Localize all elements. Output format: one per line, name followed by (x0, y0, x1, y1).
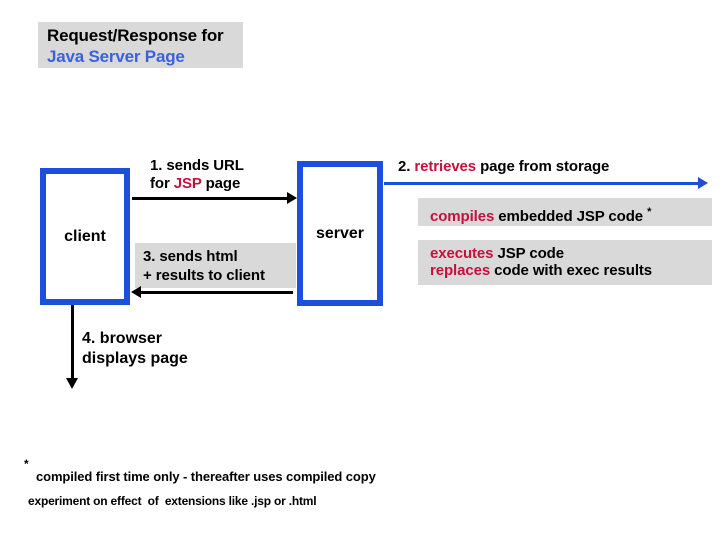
compiles-note: compiles embedded JSP code * (418, 198, 712, 226)
slide-title: Request/Response for Java Server Page (38, 22, 243, 68)
step3-label: 3. sends html + results to client (135, 243, 296, 288)
retrieves-keyword: retrieves (414, 158, 477, 175)
server-label: server (315, 224, 365, 242)
footnote-asterisk: * (24, 457, 29, 471)
arrow-line (132, 197, 288, 200)
executes-note: executes JSP code replaces code with exe… (418, 240, 712, 285)
compiles-asterisk: * (647, 206, 652, 218)
client-box: client (40, 168, 130, 305)
executes-keyword: executes (430, 245, 494, 262)
executes-line1: executes JSP code (430, 245, 564, 262)
jsp-keyword: JSP (173, 175, 202, 192)
footnote-line1: compiled first time only - thereafter us… (36, 469, 376, 484)
compiles-keyword: compiles (430, 208, 495, 225)
step3-line2: + results to client (143, 267, 265, 284)
step3-line1: 3. sends html (143, 248, 238, 265)
step1-line2: for JSP page (150, 175, 241, 192)
server-box: server (297, 161, 383, 306)
replaces-keyword: replaces (430, 262, 491, 279)
title-line1: Request/Response for (47, 26, 224, 45)
arrow-head-left-icon (131, 286, 141, 298)
arrow-head-right-icon (698, 177, 708, 189)
step1-label: 1. sends URL for JSP page (150, 157, 244, 193)
arrow-head-right-icon (287, 192, 297, 204)
arrow-line (384, 182, 699, 185)
title-line2: Java Server Page (47, 47, 185, 66)
client-label: client (64, 227, 106, 245)
step4-line2: displays page (82, 350, 188, 367)
footnote-line2: experiment on effect of extensions like … (28, 494, 317, 508)
arrow-line (141, 291, 293, 294)
step2-label: 2. retrieves page from storage (398, 158, 610, 175)
arrow-line (71, 305, 74, 379)
step1-line1: 1. sends URL (150, 157, 244, 174)
step4-label: 4. browser displays page (82, 329, 188, 369)
step4-line1: 4. browser (82, 330, 163, 347)
executes-line2: replaces code with exec results (430, 262, 653, 279)
arrow-head-down-icon (66, 378, 78, 389)
